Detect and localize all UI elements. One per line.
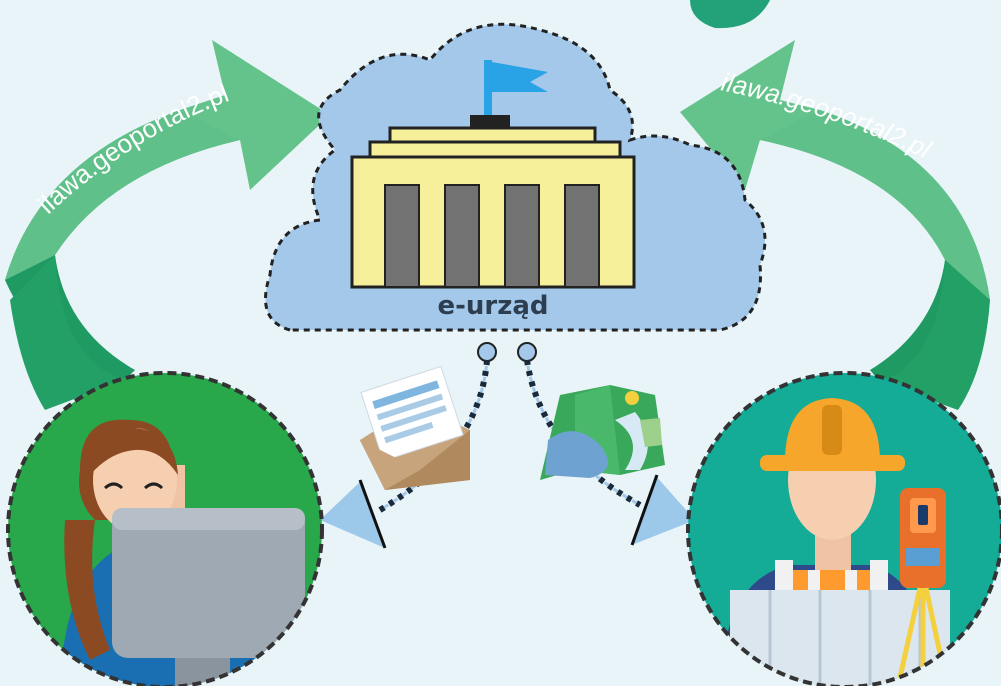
right-flow-arrowhead	[630, 474, 695, 546]
left-arrow	[5, 40, 330, 410]
connector-dot-right	[517, 342, 537, 362]
left-flow-line-inner	[379, 359, 489, 512]
right-flow-line-inner	[525, 359, 641, 507]
town-hall-icon	[350, 126, 636, 289]
cloud-label: e-urząd	[437, 291, 548, 321]
left-flow-arrowhead	[320, 479, 387, 549]
right-arrow	[680, 40, 990, 410]
surveyor-icon	[686, 371, 1001, 686]
corner-shape	[690, 0, 770, 29]
map-icon	[540, 385, 665, 480]
office-worker-icon	[6, 371, 324, 686]
flag-icon	[470, 60, 548, 129]
connector-dot-left	[477, 342, 497, 362]
envelope-document-icon	[360, 365, 470, 490]
